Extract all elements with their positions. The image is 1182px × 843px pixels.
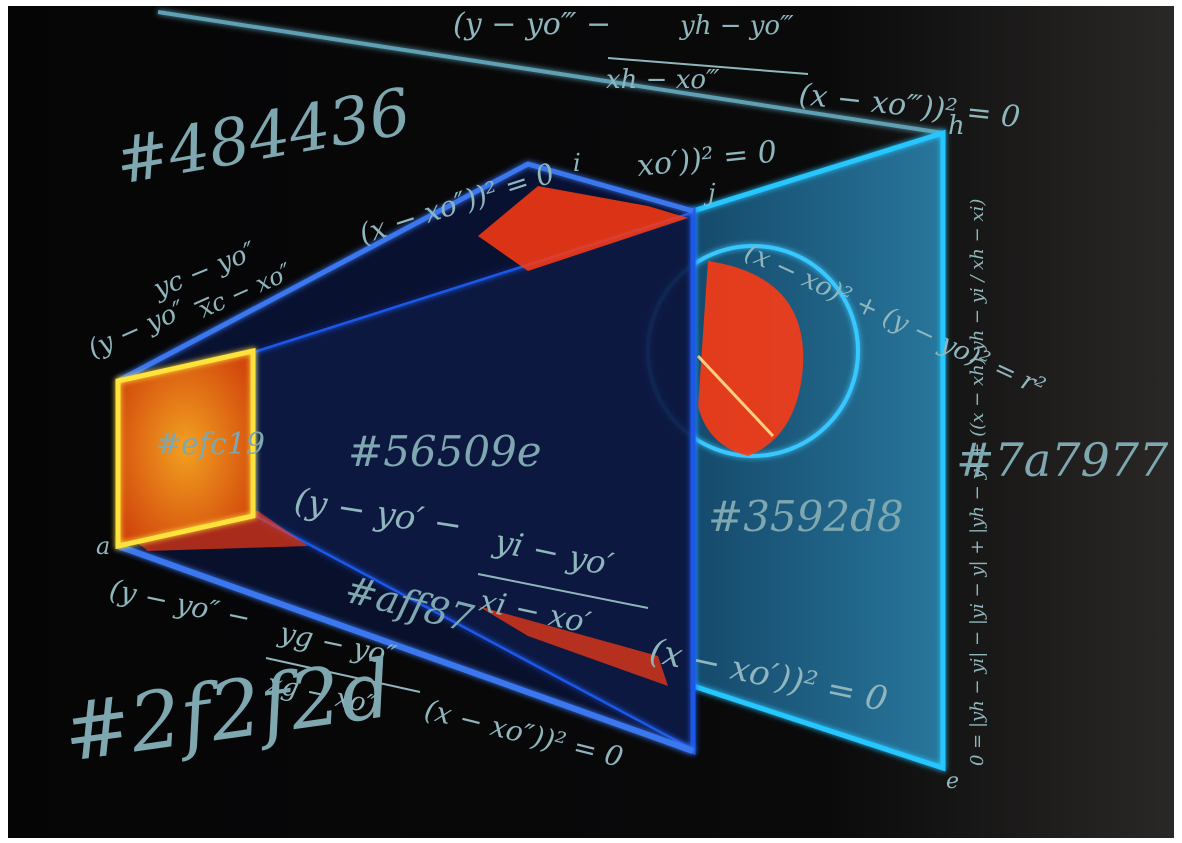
- right-vertical-eq: 0 = |yh − yi| − |yi − y| + |yh − y| + ((…: [967, 199, 988, 766]
- vertex-e: e: [946, 769, 959, 794]
- red-left-streak: [128, 511, 308, 551]
- hex-left-square: #efc19: [156, 427, 265, 462]
- middle-panel: [253, 211, 693, 751]
- mid-eq-frac-bar: [477, 573, 649, 609]
- hex-right-edge: #7a7977: [956, 433, 1169, 487]
- red-disc: [698, 261, 804, 456]
- vertex-h: h: [948, 111, 965, 141]
- projection-photo: (y − yo‴ − yh − yo‴ xh − xo‴ (x − xo‴))²…: [8, 6, 1174, 838]
- top-eq-frac-bar: [607, 57, 809, 75]
- bottom-eq-frac-bar: [265, 657, 421, 693]
- top-eq-line1: (y − yo‴ −: [453, 7, 611, 42]
- scene-svg: (y − yo‴ − yh − yo‴ xh − xo‴ (x − xo‴))²…: [8, 6, 1174, 838]
- vertex-i: i: [573, 149, 581, 177]
- red-bottom-streak: [478, 606, 668, 686]
- red-cap: [478, 186, 688, 271]
- top-eq-frac-num: yh − yo‴: [679, 11, 794, 41]
- top-edge-line: [157, 10, 944, 135]
- vertex-a: a: [96, 532, 110, 560]
- top-eq-frac-den: xh − xo‴: [606, 65, 720, 95]
- left-square: [118, 351, 253, 546]
- top-face-edge: [116, 161, 694, 384]
- hex-right-panel: #3592d8: [708, 492, 904, 541]
- bottom-edge: [116, 543, 695, 754]
- hex-middle: #56509e: [348, 427, 542, 476]
- left-square-edge: [115, 347, 256, 550]
- bottom-face: [118, 516, 693, 751]
- circle-radius: [696, 354, 775, 438]
